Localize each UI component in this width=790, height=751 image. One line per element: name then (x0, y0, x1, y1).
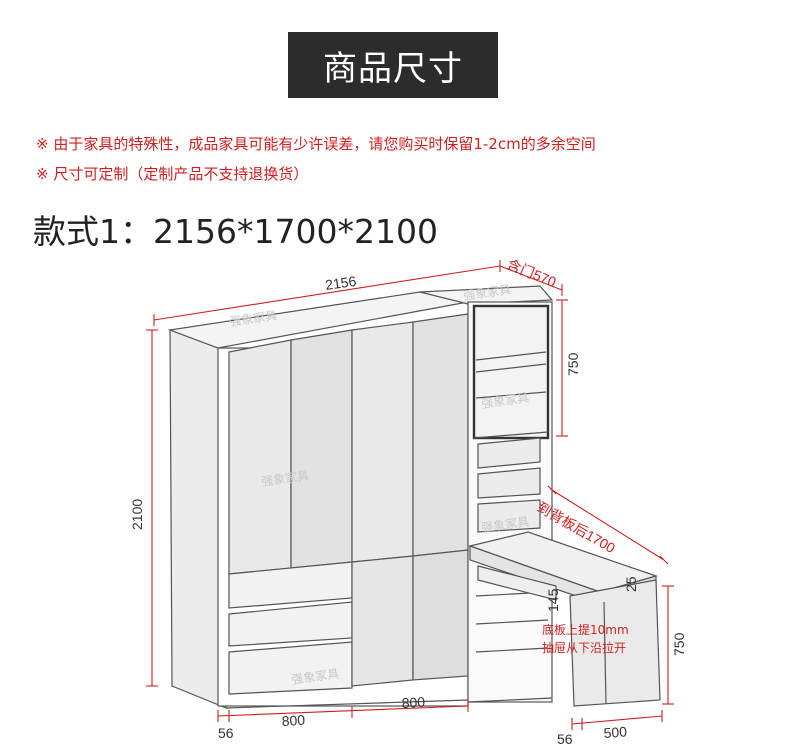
dim-upper-glass: 750 (565, 352, 581, 376)
watermark-2: 强象家具 (260, 467, 310, 489)
watermark-4: 强象家具 (480, 513, 530, 535)
dim-desk-width: 500 (603, 723, 628, 741)
dim-gap: 145 (545, 588, 561, 612)
dim-width-middle: 800 (401, 694, 425, 711)
dim-width-left: 800 (281, 712, 305, 729)
wardrobe-left (167, 291, 469, 709)
dim-side-left: 56 (218, 725, 234, 741)
annotation-line2: 抽屉从下沿拉开 (542, 640, 626, 655)
dim-desk-thickness: 25 (623, 576, 639, 592)
note-tolerance: ※ 由于家具的特殊性，成品家具可能有少许误差，请您购买时保留1-2cm的多余空间 (36, 135, 596, 153)
dim-side-right: 56 (557, 731, 573, 747)
dim-door-top: 含门570 (505, 256, 559, 290)
tower-right (419, 285, 554, 703)
desk-extension (467, 531, 661, 707)
note-custom: ※ 尺寸可定制（定制产品不支持退换货） (36, 165, 309, 183)
dimension-lines (146, 260, 674, 730)
dim-height: 2100 (129, 499, 145, 530)
watermark-1: 强象家具 (228, 307, 278, 329)
dim-total-width: 2156 (324, 273, 357, 293)
watermark-6: 强象家具 (290, 665, 340, 687)
page-title: 商品尺寸 (288, 32, 498, 98)
model-label: 款式1：2156*1700*2100 (33, 212, 438, 251)
watermark-3: 强象家具 (480, 389, 530, 411)
annotation-line1: 底板上提10mm (542, 622, 629, 637)
watermark-5: 强象家具 (462, 281, 512, 303)
dim-desk-height: 750 (671, 632, 687, 656)
